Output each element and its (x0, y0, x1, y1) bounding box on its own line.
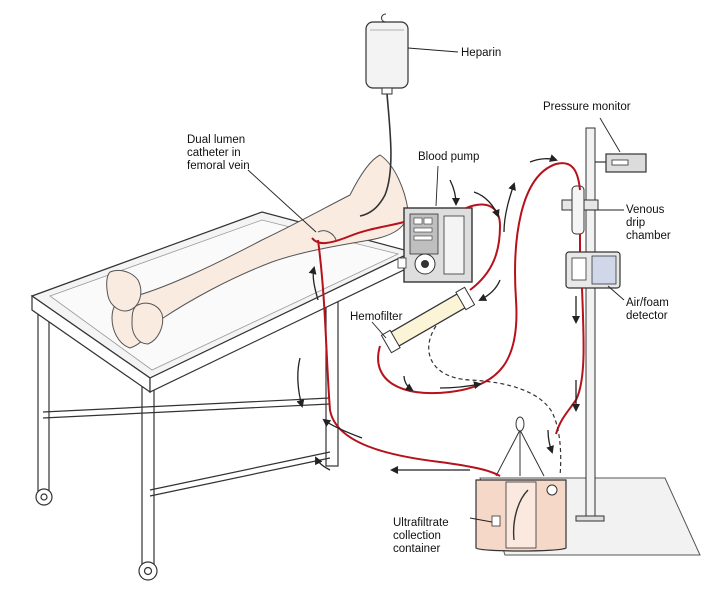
pressure-monitor (595, 153, 647, 173)
air-foam-detector (565, 251, 621, 289)
label-heparin: Heparin (461, 47, 502, 59)
ultrafiltrate-line (428, 325, 562, 477)
label-venous-drip-chamber: Venous drip chamber (626, 204, 671, 242)
heparin-bag (365, 13, 409, 95)
table-wheels (35, 488, 158, 581)
blood-pump (397, 207, 473, 283)
venous-drip-chamber (561, 185, 599, 235)
iv-pole (575, 127, 605, 522)
hemofilter (380, 286, 476, 354)
label-blood-pump: Blood pump (418, 151, 480, 163)
label-hemofilter: Hemofilter (350, 311, 403, 323)
label-catheter: Dual lumen catheter in femoral vein (187, 134, 250, 172)
label-air-foam-detector: Air/foam detector (626, 297, 669, 322)
leader-lines (247, 47, 625, 523)
ultrafiltrate-container (475, 416, 567, 552)
label-pressure-monitor: Pressure monitor (543, 101, 631, 113)
label-ultrafiltrate-container: Ultrafiltrate collection container (393, 517, 449, 555)
patient (106, 154, 409, 349)
flow-arrows (296, 154, 580, 474)
heparin-line (359, 93, 392, 217)
